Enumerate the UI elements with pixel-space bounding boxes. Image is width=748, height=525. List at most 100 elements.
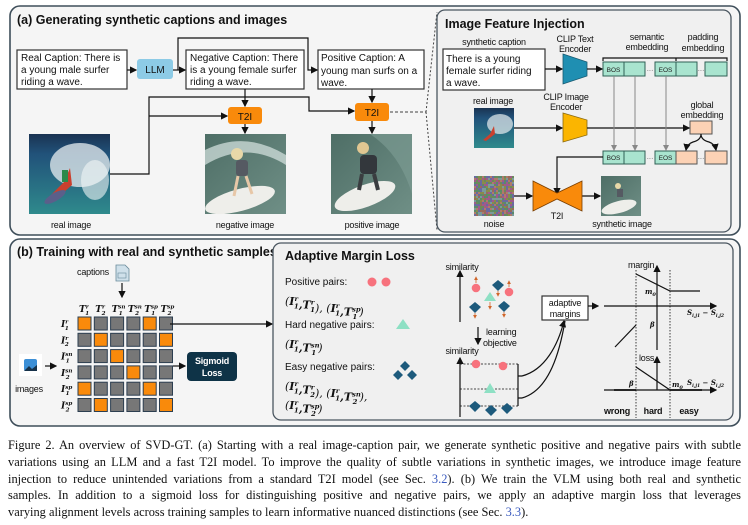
positive-caption-line: wave. — [320, 78, 347, 89]
math-superscript: r — [294, 380, 298, 388]
synthetic-caption-line: a wave. — [446, 78, 480, 89]
matrix-cell — [93, 381, 108, 396]
panel-a-arrows — [110, 11, 438, 231]
matrix-cell-matched — [159, 332, 173, 347]
matrix-cell — [77, 349, 92, 364]
learning-objective-label: learning — [486, 327, 517, 337]
math-subscript: 2 — [64, 342, 69, 348]
negative-image-label: negative image — [216, 220, 274, 230]
math-subscript: 2 — [65, 375, 70, 381]
noise-image — [474, 176, 514, 216]
math-superscript: r — [294, 295, 298, 303]
math-superscript: r — [294, 399, 298, 407]
caption-text: Figure 2. An overview of SVD-GT. (a) Sta… — [8, 438, 741, 452]
math-symbol: T — [128, 305, 136, 315]
matrix-cell-matched — [77, 381, 92, 396]
math-subscript: 1 — [151, 311, 155, 317]
global-embedding-label: global — [691, 100, 714, 110]
caption-text: ). — [521, 505, 529, 520]
section-ref-link[interactable]: 3.2 — [431, 471, 448, 486]
s-sub: i,j — [716, 383, 721, 389]
panel-b-title: (b) Training with real and synthetic sam… — [17, 245, 277, 259]
t2i-unet — [532, 180, 583, 212]
math-symbol: T — [344, 306, 353, 319]
section-ref-link[interactable]: 3.3 — [505, 505, 522, 520]
similarity-markers-after — [460, 319, 567, 416]
matrix-cell — [142, 365, 157, 380]
matrix-cell-matched — [126, 365, 141, 380]
padding-embedding-label: padding — [688, 32, 719, 42]
image-icon — [19, 354, 42, 376]
similarity-label: similarity — [446, 262, 480, 272]
math-superscript: r — [311, 298, 315, 306]
math-subscript: 2 — [65, 407, 70, 413]
math-superscript: sn — [311, 341, 320, 349]
math-subscript: 1 — [294, 407, 299, 415]
math-symbol: T — [303, 299, 312, 312]
s-sub: i,j — [716, 313, 721, 319]
t2i-negative-box: T2I — [228, 107, 262, 124]
global-embedding-token — [689, 120, 713, 135]
math-superscript: r — [86, 305, 90, 311]
eos-token: EOS — [659, 67, 673, 74]
svg-text:Si,j1 − Si,j2: Si,j1 − Si,j2 — [687, 308, 724, 319]
injection-real-image — [474, 108, 514, 148]
math-subscript: 1 — [66, 358, 70, 364]
math-symbol: T — [112, 305, 120, 315]
padding-embedding-label: embedding — [682, 43, 725, 53]
positive-image-label: positive image — [345, 220, 400, 230]
matrix-cell — [126, 332, 141, 347]
math-subscript: 1 — [294, 303, 299, 311]
s-label: S — [687, 308, 692, 317]
math-symbol: T — [344, 391, 353, 404]
caption-line: samples. In addition to a sigmoid loss f… — [8, 487, 741, 504]
llm-box: LLM — [137, 59, 173, 79]
math-subscript: 1 — [65, 326, 69, 332]
clip-text-encoder-label: CLIP Text — [557, 34, 595, 44]
math-subscript: 1 — [335, 310, 340, 318]
hard-negative-marker — [396, 319, 410, 329]
svg-text:m0: m0 — [672, 380, 683, 391]
math-symbol: T — [303, 342, 312, 355]
real-caption-box: Real Caption: There is a young male surf… — [16, 49, 128, 90]
synthetic-image-label: synthetic image — [592, 219, 652, 229]
math-superscript: sn — [65, 352, 72, 358]
math-symbol: I — [60, 402, 66, 412]
s-label: S — [711, 378, 716, 387]
s-label: S — [687, 378, 692, 387]
captions-label: captions — [77, 267, 110, 277]
math-symbol: T — [161, 305, 169, 315]
math-superscript: r — [294, 338, 298, 346]
real-image — [29, 134, 110, 214]
math-superscript: r — [65, 336, 69, 342]
caption-line: variations using an LLM and a fast T2I m… — [8, 454, 741, 471]
clip-image-encoder-label: CLIP Image — [543, 92, 589, 102]
math-subscript: 1 — [119, 311, 123, 317]
math-subscript: 1 — [66, 391, 70, 397]
beta-label: β — [628, 379, 634, 388]
math-superscript: r — [102, 305, 106, 311]
document-icon — [115, 264, 130, 282]
adaptive-margins-label: margins — [550, 309, 581, 319]
global-embedding-label: embedding — [681, 110, 724, 120]
positive-caption-line: young man surfs on a — [321, 66, 418, 77]
real-caption-line: riding a wave. — [21, 77, 83, 88]
adaptive-margins-box: adaptive margins — [541, 295, 589, 321]
math-subscript: 1 — [85, 311, 89, 317]
negative-caption-line: Negative Caption: There — [190, 53, 299, 64]
text-token-row: BOS ··· EOS ··· — [602, 61, 728, 77]
sigmoid-loss-label: Loss — [202, 368, 222, 378]
math-subscript: 2 — [309, 391, 315, 399]
math-symbol: I — [330, 387, 337, 400]
margin-loss-title: Adaptive Margin Loss — [285, 249, 415, 263]
caption-text: injection to reduce unintended variation… — [8, 471, 432, 486]
math-symbol: I — [60, 320, 66, 330]
matrix-cell — [126, 381, 141, 396]
